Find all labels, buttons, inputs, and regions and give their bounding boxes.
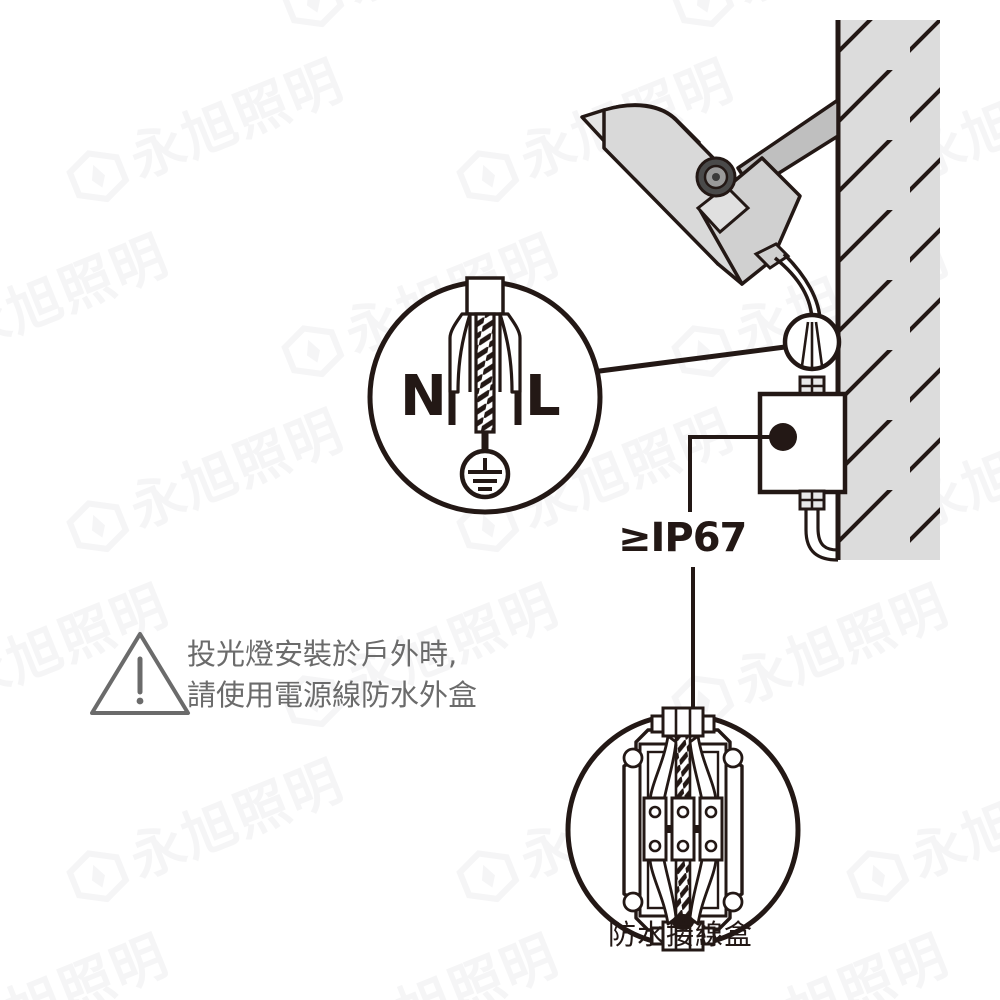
hatched-wall xyxy=(835,20,940,560)
tilt-adjust-knob xyxy=(695,156,737,198)
earth-ground-icon xyxy=(459,448,511,500)
warning-text-line2: 請使用電源線防水外盒 xyxy=(187,678,478,712)
junction-box-caption: 防水接線盒 xyxy=(608,918,754,951)
ip67-leader-line xyxy=(688,435,770,512)
warning-text-line1: 投光燈安裝於戶外時, xyxy=(187,637,458,671)
power-cable xyxy=(773,252,822,323)
led-floodlight-fixture xyxy=(580,103,802,286)
label-live-L: L xyxy=(525,364,561,429)
waterproof-junction-box-callout xyxy=(565,706,801,952)
label-neutral-N: N xyxy=(400,364,447,429)
terminal-block xyxy=(642,796,724,862)
warning-triangle-icon xyxy=(90,632,190,715)
wire-splay-circle xyxy=(782,312,842,372)
wire-detail-callout xyxy=(367,276,603,515)
callout-dot xyxy=(769,423,797,451)
wall-mounted-junction-box xyxy=(757,375,848,562)
ip-rating-label: ≥IP67 xyxy=(618,515,747,561)
wire-detail-leader xyxy=(591,344,786,375)
